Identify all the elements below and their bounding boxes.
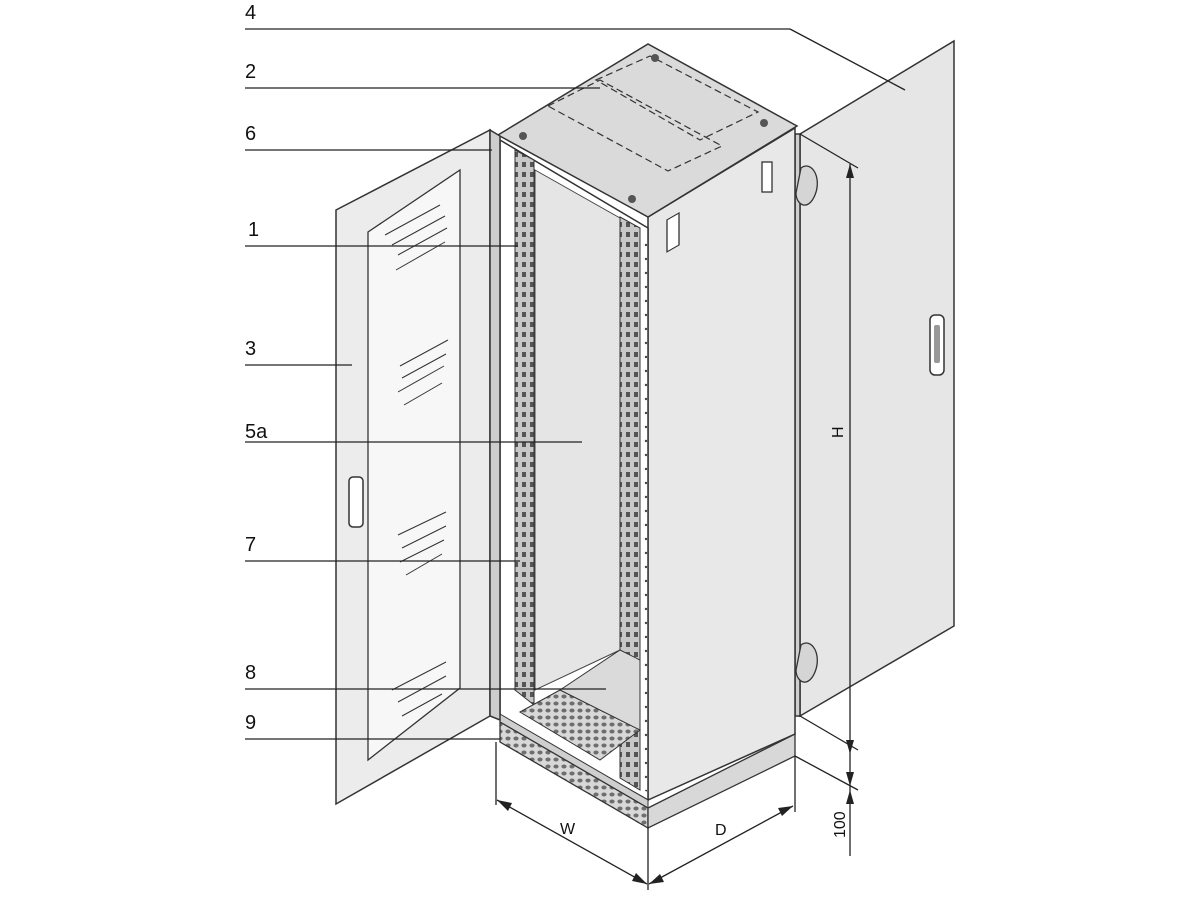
side-panel [794, 39, 955, 718]
dimension-depth: D [648, 756, 796, 885]
glass-reflections [384, 204, 449, 717]
callout-7-label: 7 [245, 534, 256, 556]
callout-4-label: 4 [245, 2, 256, 24]
callout-9: 9 [245, 712, 500, 740]
side-panel-hinge-bottom [795, 642, 818, 683]
door-handle [348, 476, 364, 528]
callout-3-label: 3 [245, 338, 256, 360]
dimension-height: H [799, 133, 859, 754]
callout-5a-label: 5a [245, 421, 268, 443]
callout-9-label: 9 [245, 712, 256, 734]
dimension-depth-label: D [715, 822, 727, 839]
door-glass [367, 168, 461, 762]
callout-2-label: 2 [245, 61, 256, 83]
callout-5a: 5a [245, 421, 582, 443]
dimensions: W D H 100 [495, 133, 859, 890]
front-glass-door [335, 128, 501, 806]
callouts: 4 2 6 1 3 5a 7 8 [245, 2, 906, 740]
callout-6: 6 [245, 123, 492, 151]
callout-8: 8 [245, 662, 606, 690]
dimension-plinth: 100 [794, 754, 859, 856]
callout-1-label: 1 [248, 219, 259, 241]
dimension-width: W [495, 742, 649, 890]
side-panel-hinge-top [795, 165, 818, 206]
dimension-width-label: W [560, 821, 576, 838]
callout-6-label: 6 [245, 123, 256, 145]
dimension-height-label: H [830, 426, 847, 438]
side-slot-rear [761, 161, 773, 193]
callout-4: 4 [245, 2, 906, 91]
callout-3: 3 [245, 338, 352, 366]
callout-7: 7 [245, 534, 520, 562]
side-slot-front [666, 211, 680, 253]
dimension-plinth-label: 100 [832, 811, 849, 838]
callout-8-label: 8 [245, 662, 256, 684]
callout-2: 2 [245, 61, 600, 89]
callout-1: 1 [245, 219, 518, 247]
cabinet-body [496, 43, 799, 830]
